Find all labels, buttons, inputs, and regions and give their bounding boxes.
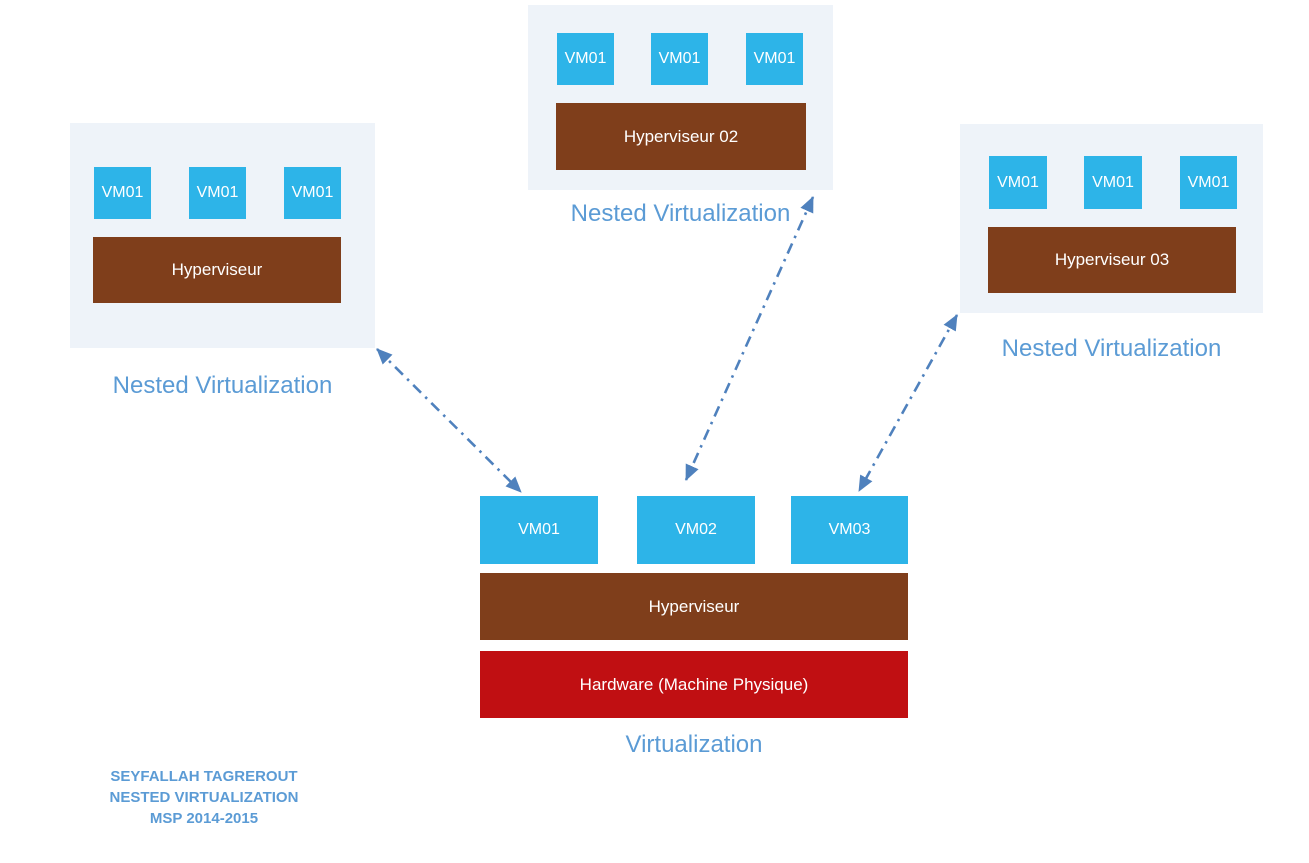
credit-line-3: MSP 2014-2015 — [149, 810, 259, 827]
nested-virtualization-label-top: Nested Virtualization — [570, 200, 791, 227]
vm-box: VM01 — [651, 33, 708, 85]
nested-panel-top: VM01 VM01 VM01 Hyperviseur 02 — [528, 5, 833, 190]
credit-text: SEYFALLAH TAGREROUT NESTED VIRTUALIZATIO… — [98, 766, 310, 829]
host-hypervisor-box: Hyperviseur — [480, 573, 908, 640]
vm-box: VM01 — [989, 156, 1047, 209]
credit-line-1: SEYFALLAH TAGREROUT — [110, 768, 298, 785]
vm-box: VM01 — [284, 167, 341, 219]
nested-virtualization-label-right: Nested Virtualization — [1001, 335, 1222, 362]
hypervisor-box: Hyperviseur — [93, 237, 341, 303]
host-vm-box-1: VM01 — [480, 496, 598, 564]
vm-box: VM01 — [557, 33, 614, 85]
vm-box: VM01 — [1180, 156, 1237, 209]
hypervisor-box: Hyperviseur 02 — [556, 103, 806, 170]
host-vm-box-3: VM03 — [791, 496, 908, 564]
hypervisor-box: Hyperviseur 03 — [988, 227, 1236, 293]
connector-arrow-middle — [684, 196, 815, 481]
connector-arrow-left — [376, 348, 522, 493]
nested-panel-right: VM01 VM01 VM01 Hyperviseur 03 — [960, 124, 1263, 313]
credit-line-2: NESTED VIRTUALIZATION — [109, 789, 299, 806]
virtualization-label: Virtualization — [625, 731, 763, 758]
vm-box: VM01 — [94, 167, 151, 219]
hardware-box: Hardware (Machine Physique) — [480, 651, 908, 718]
vm-box: VM01 — [1084, 156, 1142, 209]
nested-panel-left: VM01 VM01 VM01 Hyperviseur — [70, 123, 375, 348]
vm-box: VM01 — [746, 33, 803, 85]
nested-virtualization-label-left: Nested Virtualization — [112, 372, 333, 399]
vm-box: VM01 — [189, 167, 246, 219]
connector-arrow-right — [857, 314, 959, 492]
host-vm-box-2: VM02 — [637, 496, 755, 564]
